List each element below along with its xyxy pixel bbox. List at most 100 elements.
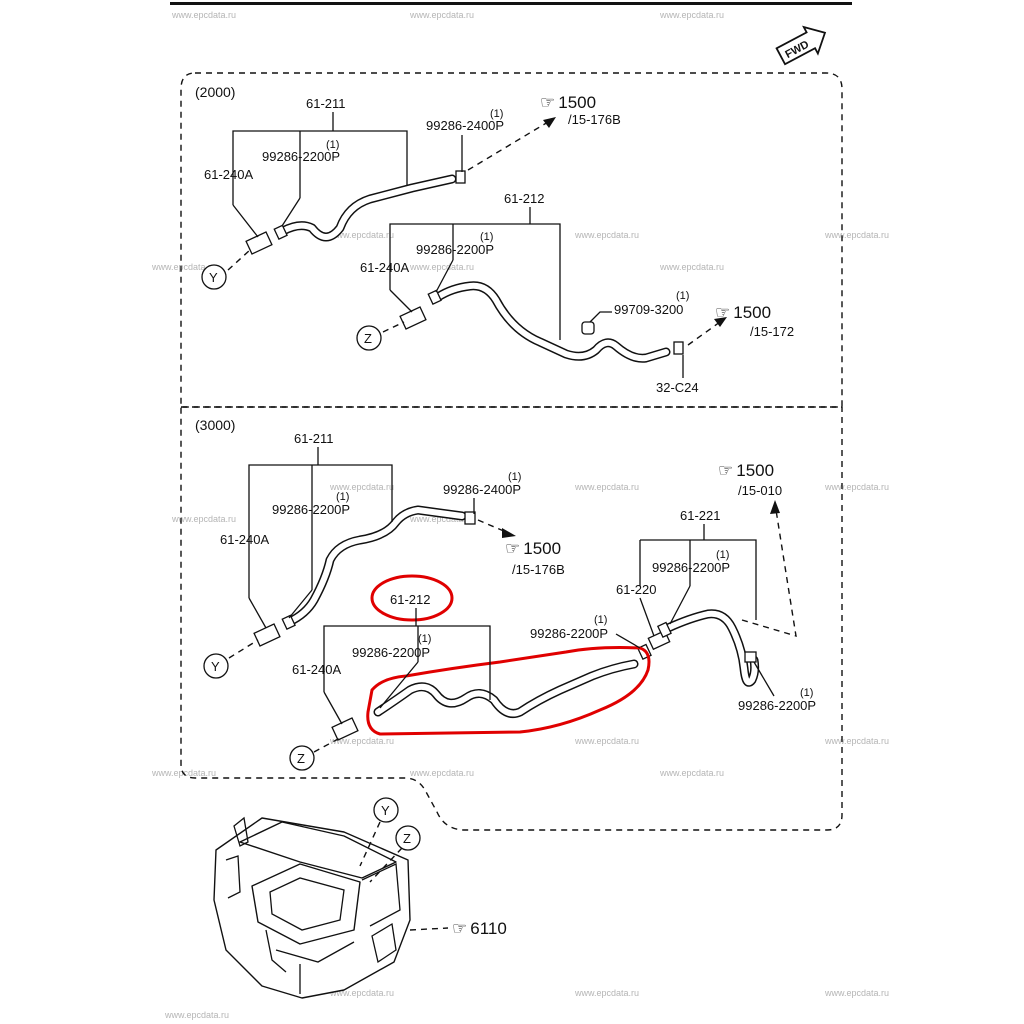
part-99286-2200P-y-bottom: 99286-2200P: [272, 502, 350, 517]
clamp-icon: [656, 621, 672, 638]
part-61-221-bottom: 61-221: [680, 508, 720, 523]
circle-z-bottom: [289, 745, 315, 771]
clip-icon: [581, 321, 595, 335]
watermark: www.epcdata.ru: [824, 736, 889, 746]
arrow-head-icon: [502, 528, 516, 538]
heater-unit: Y Z ☞6110: [213, 797, 507, 999]
pointing-hand-icon: ☞: [718, 461, 733, 480]
arrow-head-icon: [770, 500, 780, 514]
watermarks: www.epcdata.ru www.epcdata.ru www.epcdat…: [151, 10, 889, 1020]
part-61-240A-y-bottom: 61-240A: [220, 532, 269, 547]
connector-61-240A-y-top: [245, 231, 273, 255]
watermark: www.epcdata.ru: [659, 768, 724, 778]
clamp-icon: [455, 170, 466, 184]
label-y-unit: Y: [381, 803, 390, 818]
highlight-circle-61-212: [370, 574, 454, 622]
ref-15-172-top: /15-172: [750, 324, 794, 339]
watermark: www.epcdata.ru: [151, 262, 216, 272]
part-61-211-top: 61-211: [306, 96, 346, 111]
part-99286-2200P-r1-bottom: 99286-2200P: [652, 560, 730, 575]
ref-15-176B-top: /15-176B: [568, 112, 621, 127]
qty-clamp-z-top: (1): [480, 231, 493, 243]
watermark: www.epcdata.ru: [574, 736, 639, 746]
part-99286-2200P-y-top: 99286-2200P: [262, 149, 340, 164]
pointing-hand-icon: ☞: [540, 93, 555, 112]
section-frame-3000: [180, 406, 843, 831]
watermark: www.epcdata.ru: [574, 230, 639, 240]
fwd-arrow: FWD: [775, 25, 827, 66]
watermark: www.epcdata.ru: [824, 230, 889, 240]
qty-clamp-out-bottom: (1): [508, 471, 521, 483]
watermark: www.epcdata.ru: [329, 482, 394, 492]
ref-15-010-bottom: /15-010: [738, 483, 782, 498]
arrow-head-icon: [543, 117, 556, 128]
ref-1500-bottom-a: ☞1500: [505, 539, 561, 558]
connector-61-240A-y-bottom: [253, 623, 281, 647]
label-z-bottom: Z: [297, 751, 305, 766]
watermark: www.epcdata.ru: [824, 988, 889, 998]
clamp-icon: [281, 614, 296, 630]
arrow-head-icon: [714, 317, 727, 327]
ref-6110: ☞6110: [452, 919, 507, 938]
section-label-2000: (2000): [195, 84, 235, 100]
part-99286-2200P-m-bottom: 99286-2200P: [530, 626, 608, 641]
part-61-211-bottom: 61-211: [294, 431, 334, 446]
part-99709-3200-top: 99709-3200: [614, 302, 683, 317]
ref-1500-top-b: ☞1500: [715, 303, 771, 322]
clamp-icon: [673, 341, 684, 355]
section-2000: ☞1500 /15-176B (1) 99286-2400P 61-211 (1…: [201, 93, 794, 395]
watermark: www.epcdata.ru: [409, 10, 474, 20]
part-99286-2400P-top: 99286-2400P: [426, 118, 504, 133]
watermark: www.epcdata.ru: [409, 514, 474, 524]
ref-15-176B-bottom: /15-176B: [512, 562, 565, 577]
pointing-hand-icon: ☞: [505, 539, 520, 558]
qty-clamp-r1-bottom: (1): [716, 549, 729, 561]
qty-clamp-z-bottom: (1): [418, 633, 431, 645]
section-frame-2000: [180, 72, 843, 408]
clamp-icon: [744, 651, 757, 663]
watermark: www.epcdata.ru: [409, 262, 474, 272]
watermark: www.epcdata.ru: [171, 10, 236, 20]
part-61-240A-y-top: 61-240A: [204, 167, 253, 182]
part-61-212-bottom: 61-212: [390, 592, 430, 607]
part-99286-2400P-bottom: 99286-2400P: [443, 482, 521, 497]
watermark: www.epcdata.ru: [171, 514, 236, 524]
part-32-C24-top: 32-C24: [656, 380, 699, 395]
watermark: www.epcdata.ru: [659, 262, 724, 272]
qty-clamp-m-bottom: (1): [594, 614, 607, 626]
watermark: www.epcdata.ru: [329, 736, 394, 746]
part-99286-2200P-z-bottom: 99286-2200P: [352, 645, 430, 660]
ref-1500-top-a: ☞1500: [540, 93, 596, 112]
label-y-top: Y: [209, 270, 218, 285]
connector-61-240A-z-bottom: [331, 717, 359, 741]
qty-clamp-y-bottom: (1): [336, 491, 349, 503]
part-99286-2200P-r2-bottom: 99286-2200P: [738, 698, 816, 713]
pointing-hand-icon: ☞: [452, 919, 467, 938]
watermark: www.epcdata.ru: [824, 482, 889, 492]
circle-z-top: [356, 325, 382, 351]
section-label-3000: (3000): [195, 417, 235, 433]
watermark: www.epcdata.ru: [164, 1010, 229, 1020]
circle-y-bottom: [203, 653, 229, 679]
clamp-icon: [464, 511, 476, 525]
clamp-icon: [273, 224, 288, 240]
watermark: www.epcdata.ru: [574, 482, 639, 492]
section-3000: ☞1500 /15-176B (1) 99286-2400P 61-211 (1…: [203, 431, 816, 771]
part-61-240A-z-bottom: 61-240A: [292, 662, 341, 677]
qty-clamp-out-top: (1): [490, 108, 503, 120]
circle-y-unit: [373, 797, 399, 823]
highlight-outline-hose: [366, 646, 651, 736]
qty-clamp-y-top: (1): [326, 139, 339, 151]
pointing-hand-icon: ☞: [715, 303, 730, 322]
label-z-unit: Z: [403, 831, 411, 846]
part-99286-2200P-z-top: 99286-2200P: [416, 242, 494, 257]
watermark: www.epcdata.ru: [659, 10, 724, 20]
part-61-220-bottom: 61-220: [616, 582, 656, 597]
watermark: www.epcdata.ru: [329, 988, 394, 998]
circle-z-unit: [395, 825, 421, 851]
watermark: www.epcdata.ru: [329, 230, 394, 240]
circle-y-top: [201, 264, 227, 290]
top-border-bar: [170, 2, 852, 5]
qty-clamp-r2-bottom: (1): [800, 687, 813, 699]
